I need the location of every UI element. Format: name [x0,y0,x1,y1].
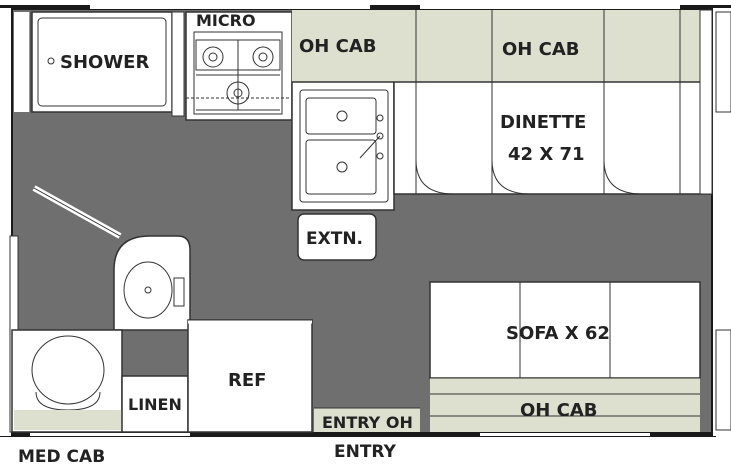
linen-label: LINEN [128,395,182,414]
dinette-label: DINETTE [500,112,586,133]
front-window-bottom [715,329,731,431]
extension-box [297,213,377,261]
bathroom-door-outline [33,187,121,237]
shower-label: SHOWER [60,52,149,73]
entry-label: ENTRY [334,442,397,462]
entry-oh-label: ENTRY OH [322,413,413,432]
ref-label: REF [228,370,266,391]
entry-overhead [314,407,420,432]
window-top-right [420,5,680,9]
med-cab-label: MED CAB [18,447,105,467]
lavatory-sink [113,235,191,331]
oh-cab-galley-label: OH CAB [299,36,377,57]
window-bottom-right [480,433,650,436]
front-window-top [715,11,731,113]
sofa [429,281,701,432]
refrigerator [187,319,313,433]
bottom-wall [0,432,716,437]
galley-counter [291,81,395,211]
galley-overhead-cabinet [292,10,394,83]
stove-microwave [185,11,293,121]
micro-label: MICRO [196,11,256,30]
rear-wall [0,8,12,436]
toilet-area [11,329,123,433]
dinette-size-label: 42 X 71 [508,144,585,165]
window-bottom-left [30,433,190,436]
extn-label: EXTN. [306,229,363,249]
sofa-label: SOFA X 62 [506,323,610,344]
oh-cab-dinette-label: OH CAB [502,39,580,60]
window-top-left [90,5,370,9]
oh-cab-sofa-label: OH CAB [520,400,598,421]
front-wall-fill [713,8,731,436]
dinette [393,9,713,195]
shower [14,11,185,117]
